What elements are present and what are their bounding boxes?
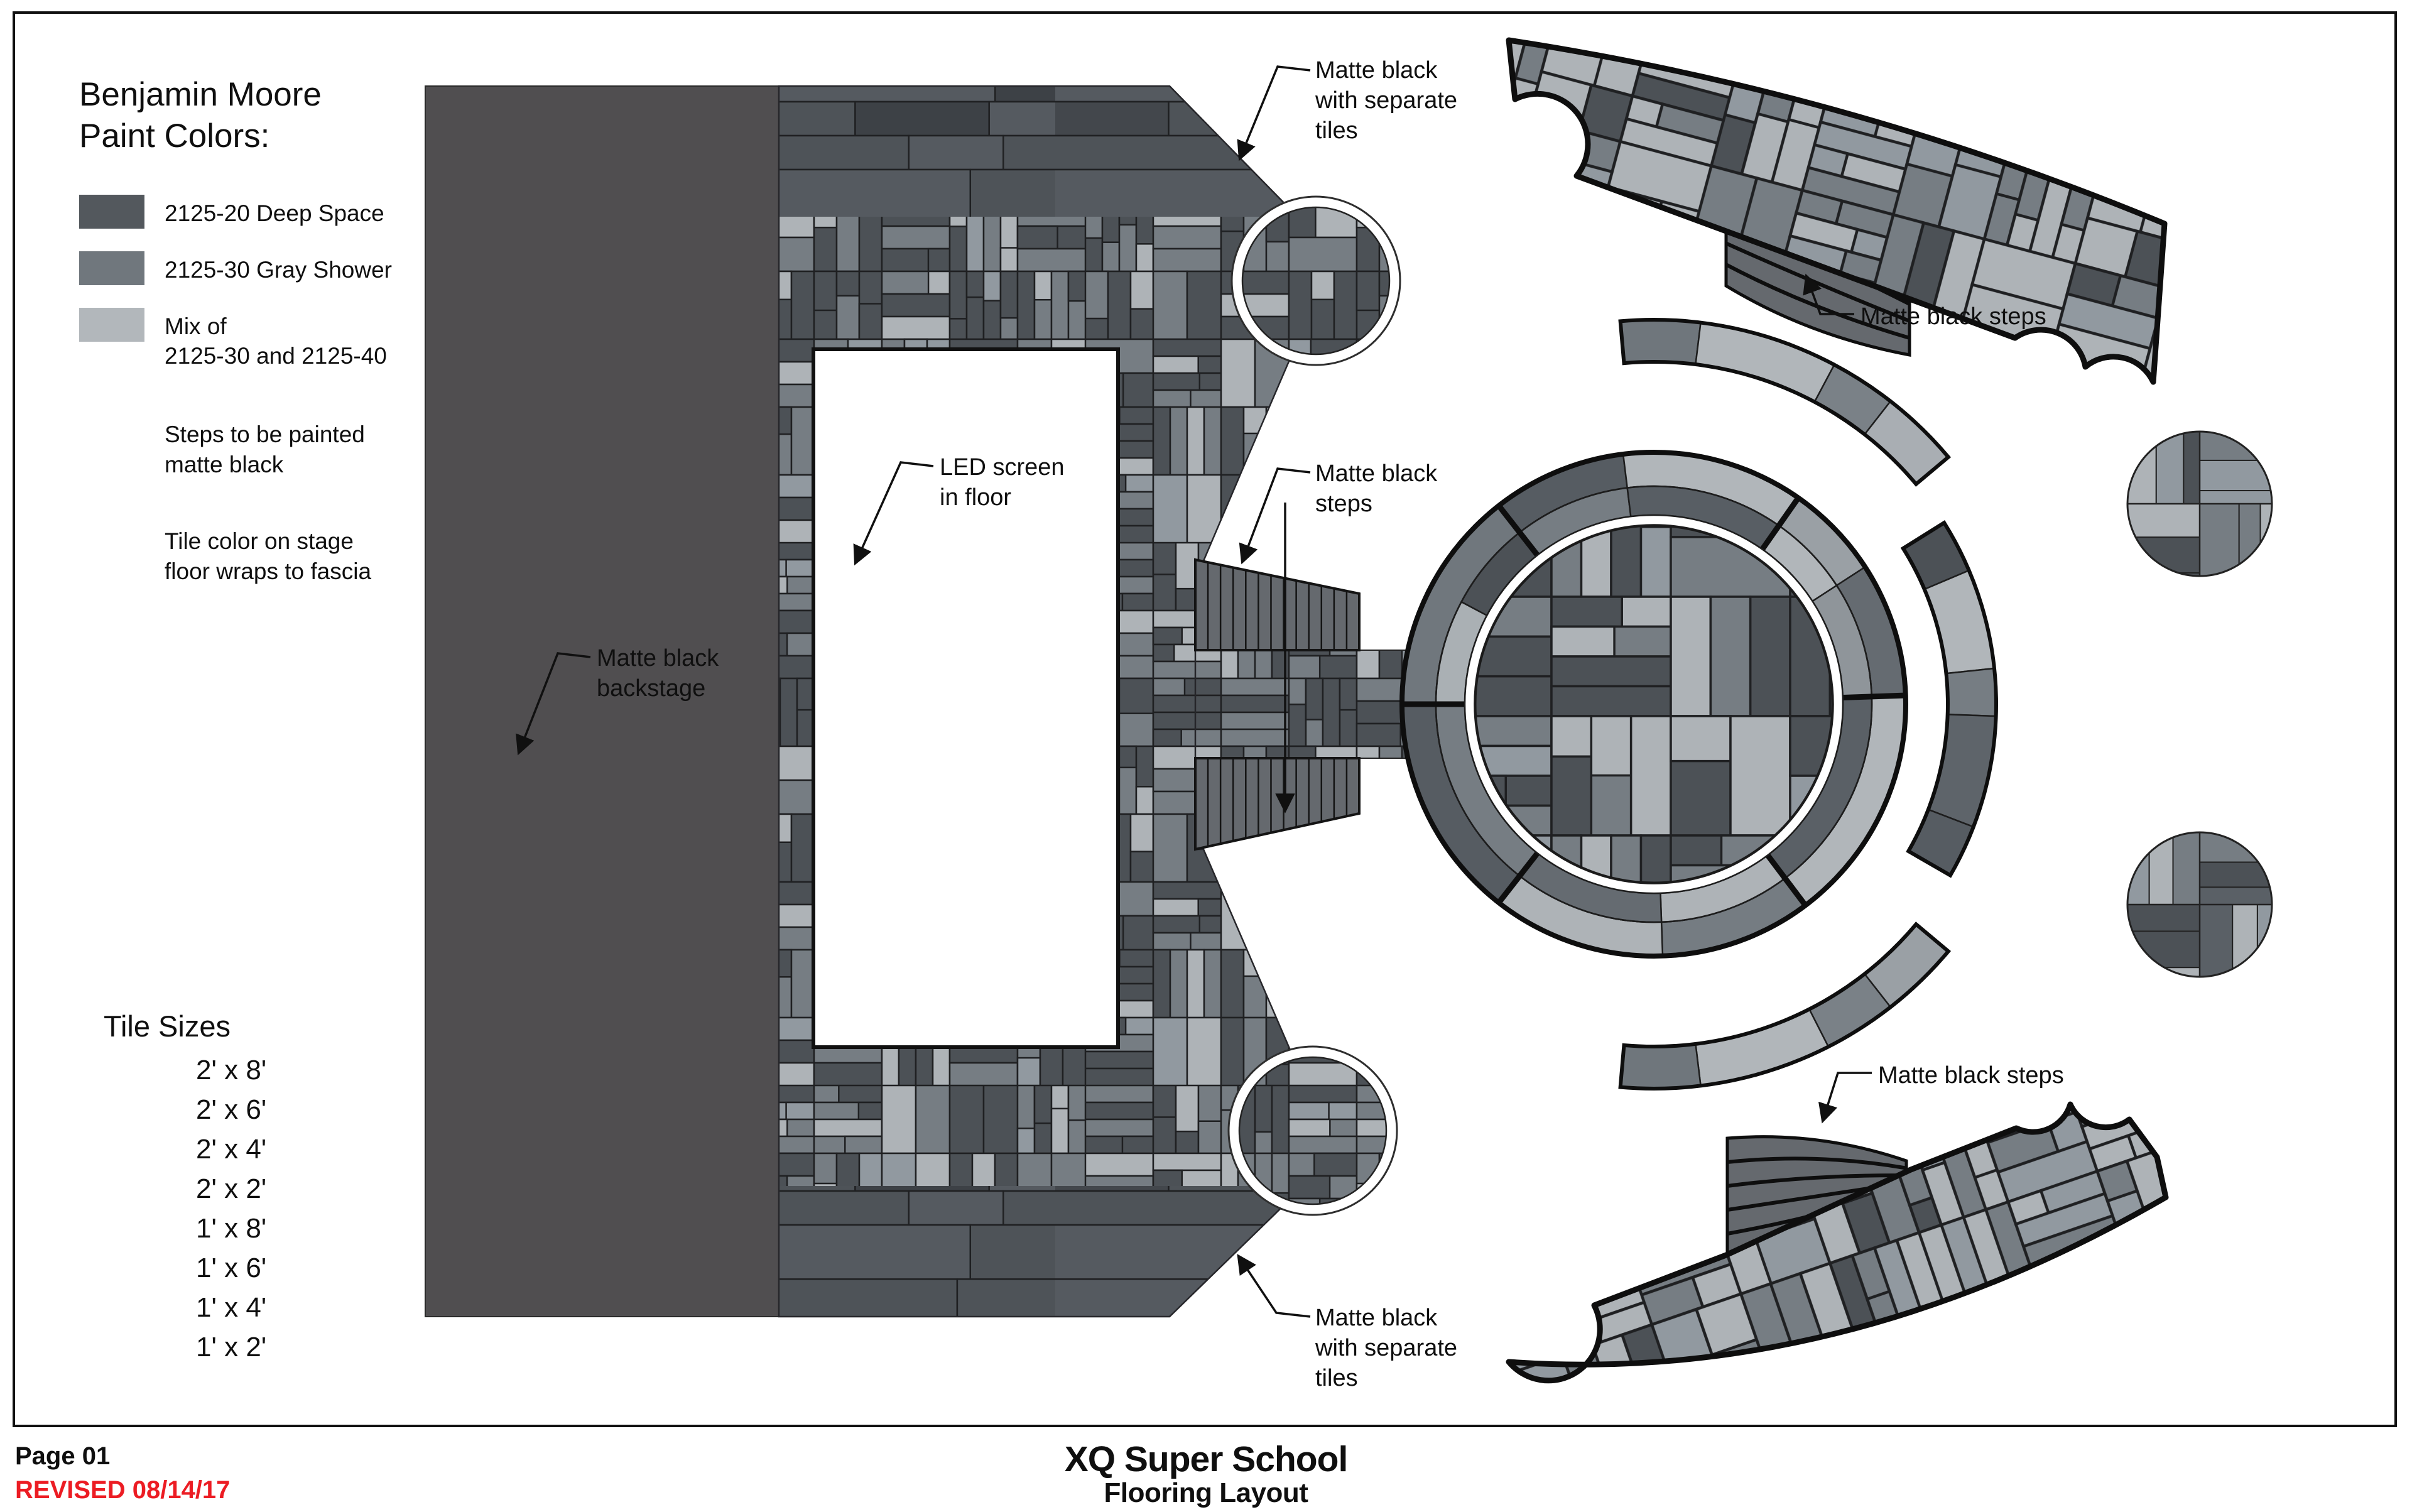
legend-note-fascia: Tile color on stage floor wraps to fasci…: [165, 526, 371, 587]
arc-upper: [1618, 318, 1952, 487]
annotation-led-screen: LED screen in floor: [940, 454, 1065, 511]
legend-note-steps-line1: Steps to be painted: [165, 422, 365, 447]
revised-date: REVISED 08/14/17: [15, 1476, 231, 1504]
steps-fan-stage-upper: [1194, 558, 1361, 651]
tile-sizes-list: 2' x 8' 2' x 6' 2' x 4' 2' x 2' 1' x 8' …: [196, 1050, 266, 1367]
tile-size-item: 1' x 8': [196, 1213, 267, 1244]
swatch-deep-space-label: 2125-20 Deep Space: [165, 200, 384, 226]
corridor: [1195, 650, 1413, 759]
small-circle-top: [2126, 430, 2273, 577]
detail-circle-top: [1230, 195, 1401, 366]
legend-heading: Benjamin Moore Paint Colors:: [79, 74, 322, 157]
leader-separate-tiles-top: [1237, 65, 1311, 161]
tile-size-item: 1' x 2': [196, 1332, 267, 1362]
leader-steps-center-1: [1239, 467, 1311, 565]
tile-size-item: 1' x 4': [196, 1292, 267, 1323]
annotation-separate-tiles-bottom: Matte black with separate tiles: [1315, 1305, 1458, 1391]
swatch-gray-shower-label: 2125-30 Gray Shower: [165, 257, 392, 283]
legend-note-fascia-line2: floor wraps to fascia: [165, 558, 372, 584]
arc-lower: [1618, 922, 1952, 1090]
platform-white-ring: [1465, 515, 1843, 893]
backstage-area: [425, 85, 780, 1317]
legend-note-fascia-line1: Tile color on stage: [165, 528, 354, 554]
small-circle-bottom: [2126, 831, 2273, 978]
platform-center-floor: [1474, 525, 1833, 884]
swatch-gray-shower: [79, 251, 144, 285]
page-title: XQ Super School: [1064, 1439, 1349, 1479]
swatch-mix: [79, 308, 144, 342]
stage-dark-band-top: [779, 86, 1300, 217]
seating-band-bottom-right: [1506, 1101, 2169, 1384]
legend-note-steps: Steps to be painted matte black: [165, 420, 365, 480]
leader-steps-bottom-right: [1818, 1072, 1872, 1124]
page-subtitle: Flooring Layout: [1104, 1477, 1308, 1508]
legend-note-steps-line2: matte black: [165, 452, 284, 477]
tile-size-item: 1' x 6': [196, 1253, 267, 1283]
stage-dark-band-bottom: [779, 1186, 1300, 1317]
annotation-separate-tiles-top: Matte black with separate tiles: [1315, 57, 1458, 144]
annotation-steps-bottom-right: Matte black steps: [1878, 1062, 2064, 1089]
leader-steps-top-right: [1803, 273, 1854, 315]
swatch-mix-label-line2: 2125-30 and 2125-40: [165, 343, 387, 369]
swatch-mix-label-line1: Mix of: [165, 313, 227, 339]
tile-size-item: 2' x 6': [196, 1094, 267, 1125]
leader-backstage: [516, 652, 591, 756]
diagram-border: [13, 11, 2397, 1427]
tile-size-item: 2' x 8': [196, 1055, 267, 1085]
leader-separate-tiles-bottom: [1237, 1254, 1311, 1318]
arc-right: [1900, 520, 1998, 878]
led-screen: [812, 347, 1120, 1049]
annotation-steps-center: Matte black steps: [1315, 460, 1438, 517]
tile-sizes-title: Tile Sizes: [104, 1009, 231, 1043]
legend-heading-line2: Paint Colors:: [79, 117, 270, 155]
seating-band-top-right: [1506, 37, 2168, 385]
detail-circle-bottom: [1227, 1045, 1398, 1216]
swatch-deep-space: [79, 195, 144, 229]
tile-size-item: 2' x 2': [196, 1173, 267, 1204]
legend-heading-line1: Benjamin Moore: [79, 76, 322, 113]
annotation-steps-top-right: Matte black steps: [1861, 303, 2046, 330]
platform-ring: [1399, 450, 1908, 959]
tile-size-item: 2' x 4': [196, 1134, 267, 1165]
page-number: Page 01: [15, 1442, 111, 1470]
steps-fan-stage-lower: [1194, 757, 1361, 851]
leader-led-screen: [853, 461, 934, 566]
annotation-backstage: Matte black backstage: [597, 645, 719, 702]
